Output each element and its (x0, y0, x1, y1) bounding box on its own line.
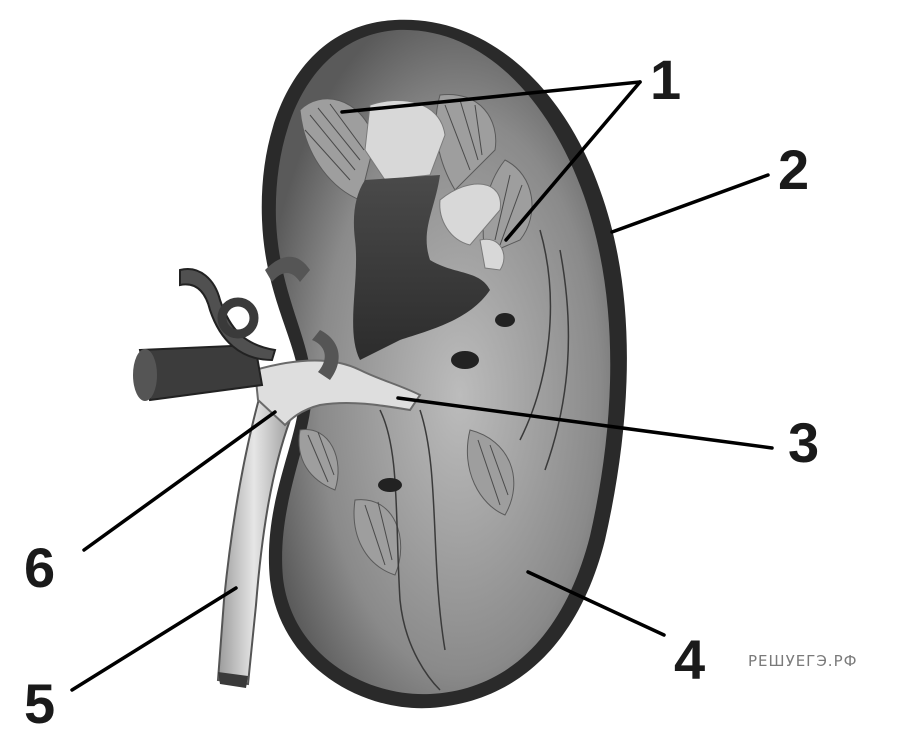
label-4: 4 (674, 632, 705, 688)
leader-2 (612, 175, 768, 232)
watermark: РЕШУЕГЭ.РФ (748, 652, 858, 670)
label-5: 5 (24, 676, 55, 732)
label-2: 2 (778, 142, 809, 198)
label-6: 6 (24, 540, 55, 596)
label-1: 1 (650, 52, 681, 108)
leader-5 (72, 588, 236, 690)
label-3: 3 (788, 415, 819, 471)
